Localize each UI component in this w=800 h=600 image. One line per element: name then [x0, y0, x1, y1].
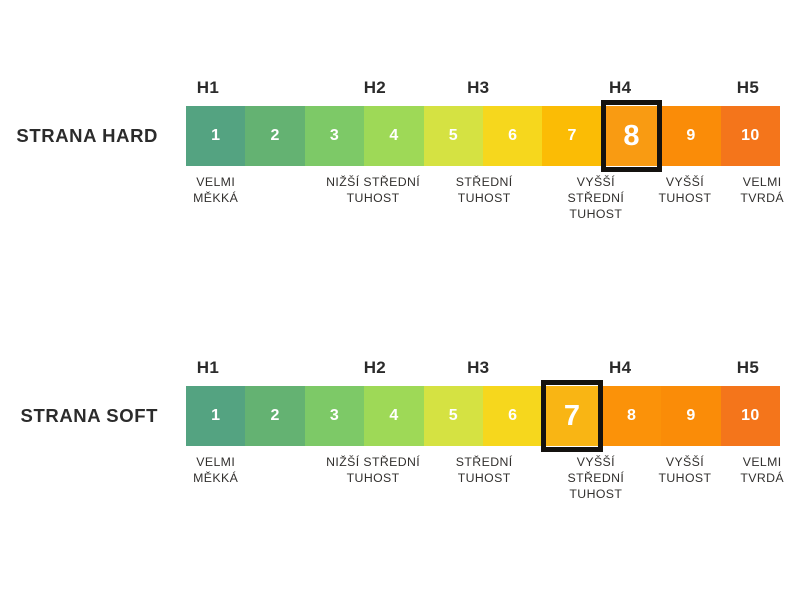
group-header-h1: H1: [196, 358, 220, 377]
hardness-bar-soft: 1 2 3 4 5 6 7 8 9 10: [186, 380, 781, 452]
hardness-cell-6[interactable]: 6: [483, 106, 543, 166]
group-header-h2: H2: [363, 358, 387, 377]
cell-number: 10: [741, 407, 760, 424]
description-1: VELMI MĚKKÁ: [193, 175, 239, 205]
row-label-hard: STRANA HARD: [16, 125, 158, 146]
cell-number: 4: [389, 407, 399, 424]
group-headers-soft: H1 H2 H3 H4 H5: [186, 358, 780, 384]
group-headers-hard: H1 H2 H3 H4 H5: [186, 78, 780, 104]
hardness-cell-5[interactable]: 5: [423, 106, 484, 166]
cell-number: 2: [270, 407, 280, 424]
description-6: VELMI TVRDÁ: [740, 175, 785, 205]
cell-number: 9: [686, 407, 696, 424]
group-header-h1: H1: [196, 78, 220, 97]
hardness-cell-1[interactable]: 1: [186, 386, 246, 446]
cell-number: 2: [270, 127, 280, 144]
cell-number: 7: [567, 127, 577, 144]
cell-number: 3: [329, 407, 340, 424]
descriptions-soft: VELMI MĚKKÁ NIŽŠÍ STŘEDNÍ TUHOST STŘEDNÍ T…: [186, 454, 783, 524]
group-header-h5: H5: [736, 78, 760, 97]
description-2: NIŽŠÍ STŘEDNÍ TUHOST: [326, 175, 421, 205]
hardness-cell-7[interactable]: 7: [542, 106, 602, 166]
cell-number: 8: [623, 119, 640, 152]
cell-number: 1: [211, 127, 221, 144]
hardness-cell-6[interactable]: 6: [483, 386, 543, 446]
hardness-cell-4[interactable]: 4: [364, 106, 424, 166]
hardness-cell-2[interactable]: 2: [245, 386, 305, 446]
hardness-cell-10[interactable]: 10: [720, 386, 781, 446]
description-4: VYŠŠÍ STŘEDNÍ TUHOST: [567, 175, 625, 221]
hardness-cell-3[interactable]: 3: [304, 106, 365, 166]
description-1: VELMI MĚKKÁ: [193, 455, 239, 485]
row-label-soft: STRANA SOFT: [20, 405, 158, 426]
cell-number: 7: [563, 399, 581, 432]
group-header-h4: H4: [609, 78, 632, 97]
group-header-h3: H3: [467, 358, 490, 377]
hardness-cell-1[interactable]: 1: [186, 106, 246, 166]
group-header-h5: H5: [736, 358, 760, 377]
description-5: VYŠŠÍ TUHOST: [658, 175, 712, 205]
cell-number: 10: [741, 127, 760, 144]
cell-number: 5: [448, 407, 458, 424]
cell-number: 1: [211, 407, 221, 424]
cell-number: 3: [329, 127, 340, 144]
description-4: VYŠŠÍ STŘEDNÍ TUHOST: [567, 455, 625, 501]
hardness-cell-9[interactable]: 9: [661, 106, 721, 166]
hardness-cell-2[interactable]: 2: [245, 106, 305, 166]
hardness-cell-9[interactable]: 9: [661, 386, 721, 446]
cell-number: 9: [686, 127, 696, 144]
cell-number: 8: [626, 407, 637, 424]
group-header-h4: H4: [609, 358, 632, 377]
description-3: STŘEDNÍ TUHOST: [455, 455, 513, 485]
hardness-cell-5[interactable]: 5: [423, 386, 484, 446]
hardness-cell-8[interactable]: 8: [601, 386, 662, 446]
cell-number: 6: [508, 407, 518, 424]
description-5: VYŠŠÍ TUHOST: [658, 455, 712, 485]
description-6: VELMI TVRDÁ: [740, 455, 785, 485]
hardness-cell-3[interactable]: 3: [304, 386, 365, 446]
hardness-cell-10[interactable]: 10: [720, 106, 781, 166]
description-3: STŘEDNÍ TUHOST: [455, 175, 513, 205]
cell-number: 6: [508, 127, 518, 144]
group-header-h3: H3: [467, 78, 490, 97]
descriptions-hard: VELMI MĚKKÁ NIŽŠÍ STŘEDNÍ TUHOST STŘEDNÍ T…: [186, 174, 783, 244]
cell-number: 5: [448, 127, 458, 144]
hardness-cell-selected-7[interactable]: 7: [541, 380, 604, 452]
hardness-cell-4[interactable]: 4: [364, 386, 424, 446]
cell-number: 4: [389, 127, 399, 144]
hardness-bar-hard: 1 2 3 4 5 6 7 8 9 10: [186, 100, 781, 172]
group-header-h2: H2: [363, 78, 387, 97]
hardness-cell-selected-8[interactable]: 8: [600, 100, 663, 172]
description-2: NIŽŠÍ STŘEDNÍ TUHOST: [326, 455, 421, 485]
